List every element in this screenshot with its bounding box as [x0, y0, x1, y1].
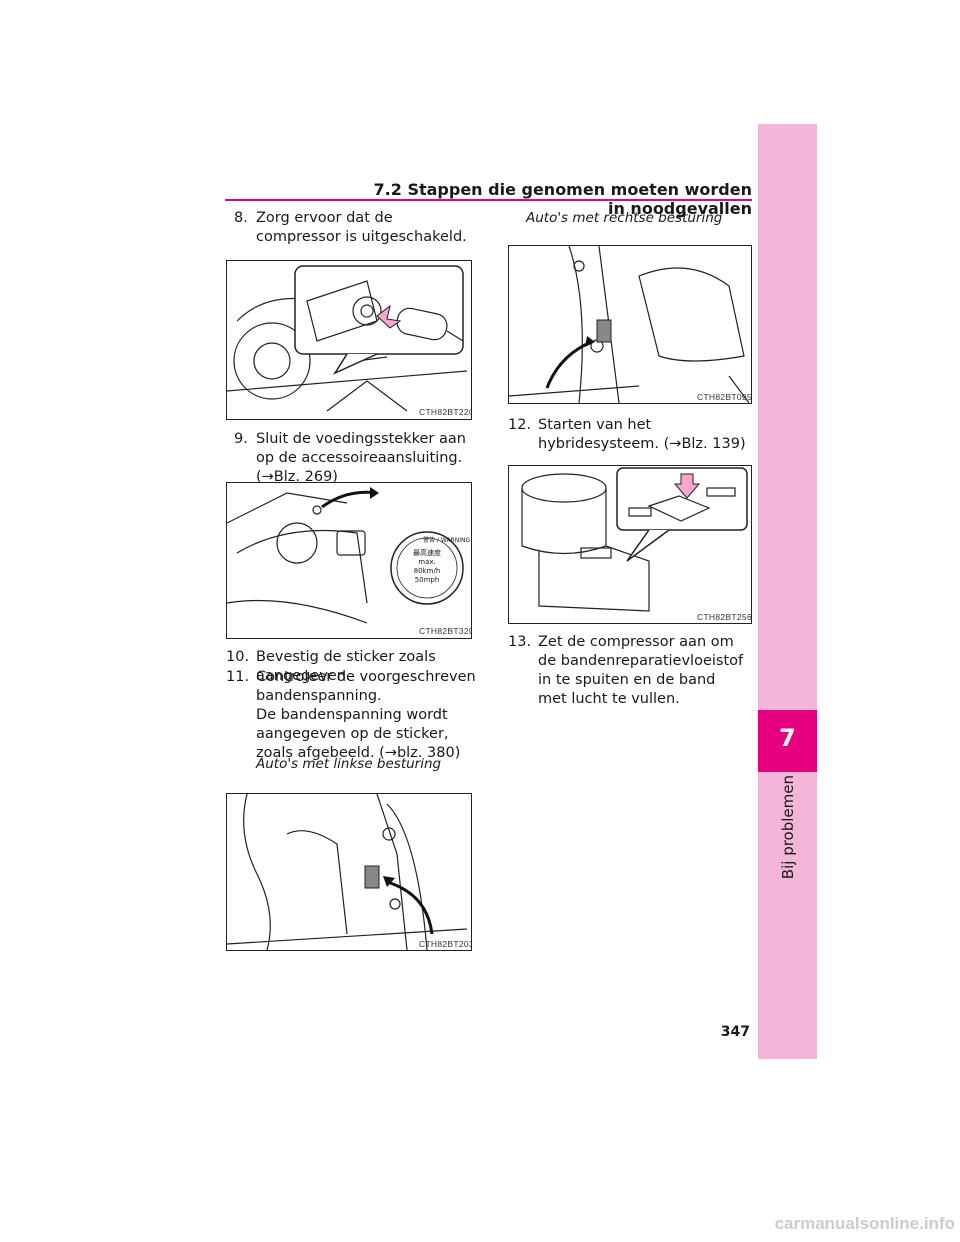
- figure-code: CTH82BT220: [419, 407, 472, 417]
- caption-lhd: Auto's met linkse besturing: [256, 756, 442, 772]
- step-10: 10. Bevestig de sticker zoals aangegeven…: [226, 649, 436, 684]
- figure-compressor-switch: CTH82BT220: [226, 260, 472, 420]
- sticker-warning: 警告 / WARNING: [423, 537, 471, 544]
- figure-code: CTH82BT095: [697, 392, 752, 402]
- chapter-sidebar: [758, 124, 817, 1059]
- section-header: 7.2 Stappen die genomen moeten worden in…: [373, 180, 752, 218]
- step-13: 13. Zet de compressor aan om de bandenre…: [508, 634, 744, 707]
- figure-code: CTH82BT203: [419, 939, 472, 949]
- chapter-marker: [758, 710, 817, 772]
- step-11: 11. Controleer de voorgeschreven bandens…: [226, 669, 476, 704]
- page-number: 347: [720, 1024, 750, 1040]
- figure-code: CTH82BT256: [697, 612, 752, 622]
- chapter-number: 7: [779, 724, 796, 752]
- watermark-link[interactable]: carmanualsonline.info: [774, 1214, 955, 1233]
- step-11-note: De bandenspanning wordt aangegeven op de…: [256, 707, 461, 761]
- figure-compressor-power-switch: CTH82BT256: [508, 465, 752, 624]
- figure-code: CTH82BT320: [419, 626, 472, 636]
- caption-rhd: Auto's met rechtse besturing: [526, 210, 723, 226]
- sticker-text: 最高速度 max. 80km/h 50mph: [413, 549, 441, 584]
- header-rule: [225, 199, 752, 201]
- step-9: 9. Sluit de voedingsstekker aan op de ac…: [234, 431, 466, 485]
- step-12: 12. Starten van het hybridesysteem. (→Bl…: [508, 417, 746, 452]
- chapter-title: Bij problemen: [779, 775, 797, 880]
- figure-door-pillar-rhd: CTH82BT095: [508, 245, 752, 404]
- step-8: 8. Zorg ervoor dat de compressor is uitg…: [234, 210, 467, 245]
- figure-door-pillar-lhd: CTH82BT203: [226, 793, 472, 951]
- figure-sticker-location: 最高速度 max. 80km/h 50mph 警告 / WARNING CTH8…: [226, 482, 472, 639]
